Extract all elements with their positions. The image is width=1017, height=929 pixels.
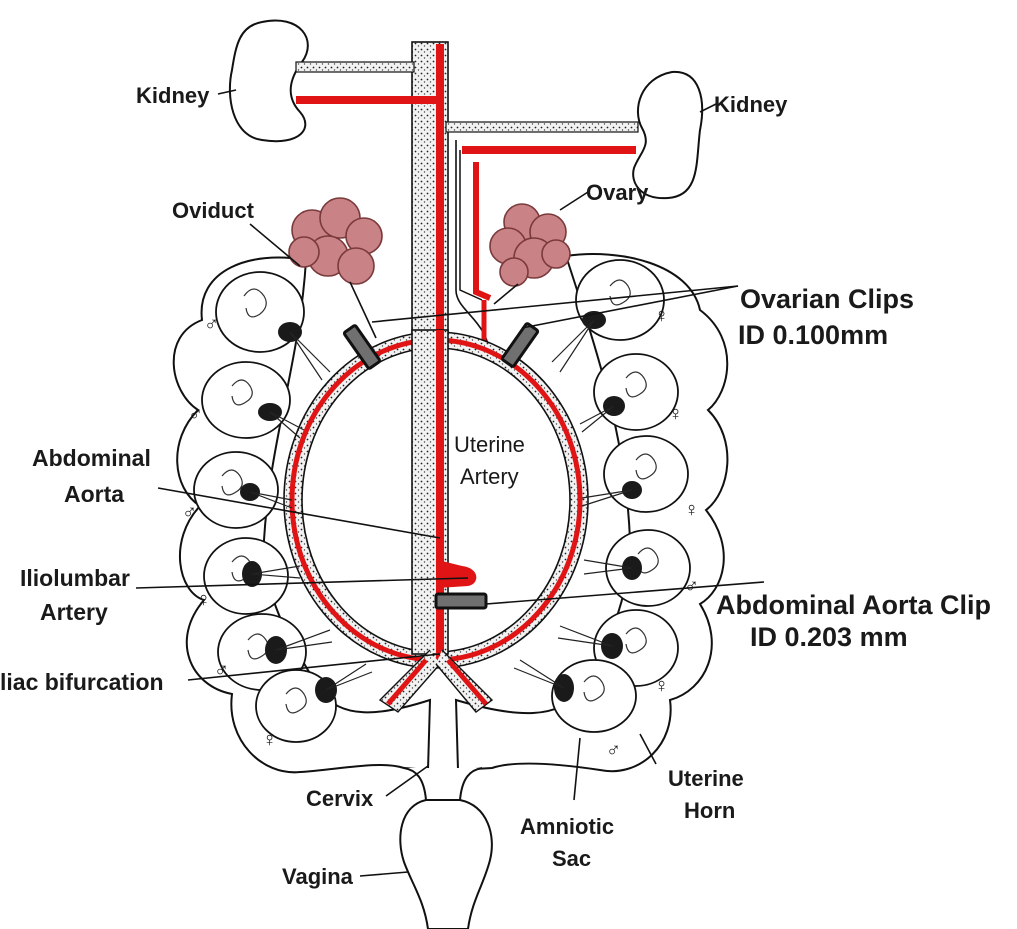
uterine-artery-label-line2: Artery bbox=[460, 464, 519, 489]
oviduct-label: Oviduct bbox=[172, 198, 255, 223]
female-symbol: ♀ bbox=[262, 729, 277, 751]
female-symbol: ♀ bbox=[684, 499, 699, 521]
iliolumbar-label-line1: Iliolumbar bbox=[20, 565, 130, 591]
kidney-right-label: Kidney bbox=[714, 92, 788, 117]
female-symbol: ♀ bbox=[196, 589, 211, 611]
vagina-label: Vagina bbox=[282, 864, 354, 889]
iliolumbar-label-line2: Artery bbox=[40, 599, 108, 625]
cervix-label: Cervix bbox=[306, 786, 374, 811]
uterine-horn-label-line1: Uterine bbox=[668, 766, 744, 791]
ovarian-clips-id: ID 0.100mm bbox=[738, 320, 888, 350]
amniotic-sac-label-line1: Amniotic bbox=[520, 814, 614, 839]
kidney-left bbox=[230, 21, 308, 142]
amniotic-sac-label-line2: Sac bbox=[552, 846, 591, 871]
female-symbol: ♀ bbox=[668, 403, 683, 425]
male-symbol: ♂ bbox=[606, 739, 621, 761]
aorta-clip-id: ID 0.203 mm bbox=[750, 622, 908, 652]
abdominal-aorta-label-line1: Abdominal bbox=[32, 445, 151, 471]
vagina bbox=[400, 800, 492, 929]
female-symbol: ♀ bbox=[654, 675, 669, 697]
male-symbol: ♂ bbox=[188, 403, 203, 425]
abdominal-aorta-clip bbox=[436, 594, 486, 608]
male-symbol: ♂ bbox=[204, 313, 219, 335]
kidney-left-label: Kidney bbox=[136, 83, 210, 108]
female-symbol: ♀ bbox=[654, 305, 669, 327]
ovarian-clips-label: Ovarian Clips bbox=[740, 284, 914, 314]
ovary-label: Ovary bbox=[586, 180, 649, 205]
uterine-artery-label-line1: Uterine bbox=[454, 432, 525, 457]
abdominal-aorta-label-line2: Aorta bbox=[64, 481, 124, 507]
male-symbol: ♂ bbox=[182, 501, 197, 523]
cervix bbox=[404, 768, 482, 800]
uterine-horn-label-line2: Horn bbox=[684, 798, 735, 823]
aorta-clip-label: Abdominal Aorta Clip bbox=[716, 590, 991, 620]
male-symbol: ♂ bbox=[684, 575, 699, 597]
ovary-right bbox=[490, 204, 570, 286]
iliac-bifurcation-label: liac bifurcation bbox=[0, 669, 164, 695]
